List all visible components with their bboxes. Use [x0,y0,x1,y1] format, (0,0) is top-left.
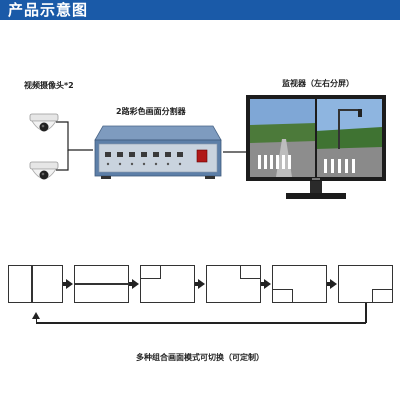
dome-camera-icon [29,113,59,132]
splitter-label: 2路彩色画面分割器 [116,107,186,116]
arrow-right-icon [264,279,271,289]
loop-line-bottom [36,322,366,324]
monitor-label: 监视器（左右分屏） [282,79,354,88]
arrow-right-icon [198,279,205,289]
video-splitter-device [94,125,222,179]
camera-label: 视频摄像头*2 [24,81,74,90]
arrow-shaft [261,282,266,286]
arrow-shaft [327,282,332,286]
arrow-right-icon [132,279,139,289]
dome-camera-icon [29,161,59,180]
layout-mode-horizontal-split [74,265,129,303]
loop-line-right [365,303,367,323]
arrow-shaft [63,282,68,286]
layout-mode-pip-top-left [140,265,195,303]
caption: 多种组合画面模式可切换（可定制） [136,353,264,362]
arrow-right-icon [66,279,73,289]
layout-mode-pip-bottom-left [272,265,327,303]
header-title: 产品示意图 [8,1,89,19]
monitor-split-screen [246,95,386,199]
layout-mode-vertical-split [8,265,63,303]
arrow-up-icon [32,312,40,319]
arrow-right-icon [330,279,337,289]
layout-mode-pip-bottom-right [338,265,393,303]
arrow-shaft [195,282,200,286]
loop-line-left [35,316,37,323]
layout-mode-pip-top-right [206,265,261,303]
arrow-shaft [129,282,134,286]
header-bar: 产品示意图 [0,0,400,20]
